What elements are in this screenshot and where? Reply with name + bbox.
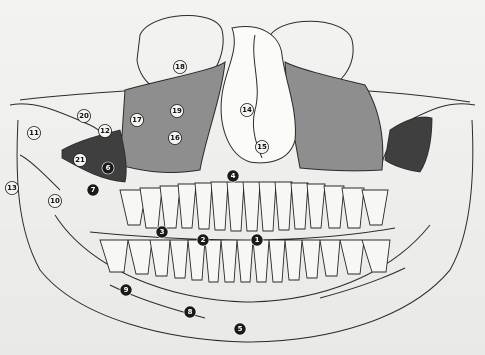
right-dark-region (385, 117, 432, 172)
right-maxillary-sinus (285, 62, 383, 171)
marker-label: 5 (238, 325, 243, 333)
marker-label: 8 (188, 308, 193, 316)
marker-10: 10 (49, 195, 62, 208)
marker-8: 8 (184, 306, 196, 318)
marker-16: 16 (169, 132, 182, 145)
marker-label: 11 (29, 129, 39, 137)
marker-label: 9 (124, 286, 129, 294)
marker-label: 17 (132, 116, 142, 124)
marker-label: 16 (170, 134, 180, 142)
marker-17: 17 (131, 114, 144, 127)
marker-label: 20 (79, 112, 89, 120)
marker-19: 19 (171, 105, 184, 118)
left-ramus-line (20, 155, 60, 190)
marker-label: 6 (106, 164, 111, 172)
marker-4: 4 (227, 170, 239, 182)
marker-label: 2 (201, 236, 206, 244)
marker-15: 15 (256, 141, 269, 154)
marker-13: 13 (6, 182, 19, 195)
marker-label: 1 (255, 236, 260, 244)
marker-label: 3 (160, 228, 165, 236)
marker-label: 18 (175, 63, 185, 71)
marker-label: 7 (91, 186, 96, 194)
marker-label: 21 (75, 156, 85, 164)
marker-14: 14 (241, 104, 254, 117)
upper-teeth (120, 182, 388, 231)
marker-2: 2 (197, 234, 209, 246)
marker-20: 20 (78, 110, 91, 123)
marker-21: 21 (74, 154, 87, 167)
marker-9: 9 (120, 284, 132, 296)
marker-11: 11 (28, 127, 41, 140)
marker-label: 19 (172, 107, 182, 115)
marker-6: 6 (102, 162, 114, 174)
marker-5: 5 (234, 323, 246, 335)
marker-label: 12 (100, 127, 110, 135)
marker-18: 18 (174, 61, 187, 74)
marker-label: 15 (257, 143, 267, 151)
left-dark-region (62, 130, 126, 182)
marker-label: 14 (242, 106, 252, 114)
marker-12: 12 (99, 125, 112, 138)
marker-label: 13 (7, 184, 17, 192)
marker-label: 10 (50, 197, 60, 205)
marker-1: 1 (251, 234, 263, 246)
marker-label: 4 (231, 172, 236, 180)
marker-7: 7 (87, 184, 99, 196)
lower-teeth (100, 240, 390, 282)
marker-3: 3 (156, 226, 168, 238)
occlusal-plane-line (90, 228, 395, 240)
